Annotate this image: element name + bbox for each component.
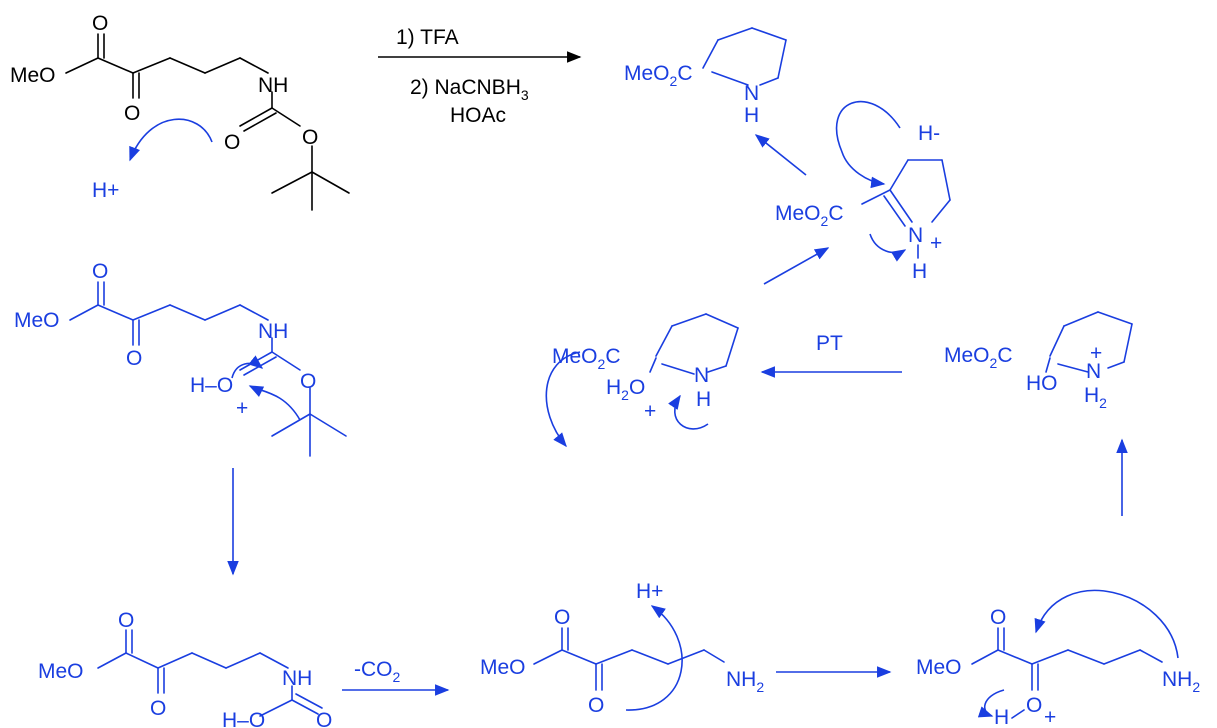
curved-arrow [545, 351, 581, 448]
label-h-plus: H+ [92, 179, 119, 202]
atom-o: O [118, 609, 134, 632]
charge-plus: + [930, 232, 942, 255]
charge-plus: + [1044, 706, 1056, 728]
reagent-step2b: HOAc [450, 104, 506, 127]
atom-nh2: NH2 [1162, 668, 1200, 695]
atom-o: O [126, 347, 142, 370]
atom-n: N [744, 82, 759, 105]
charge-plus: + [236, 397, 248, 420]
atom-h: H [744, 104, 759, 127]
atom-nh: NH [258, 74, 288, 97]
atom-n: N [694, 364, 709, 387]
atom-meo: MeO [14, 309, 60, 332]
curved-arrow [835, 100, 901, 189]
atom-h: H [912, 260, 927, 283]
atom-h: H [994, 706, 1009, 728]
carbamic-acid: MeO O O NH H–O O [38, 609, 332, 728]
starting-material: MeO O O NH O O [10, 12, 350, 211]
atom-o: O [1026, 694, 1042, 717]
charge-plus: + [1090, 342, 1102, 365]
atom-n: N [908, 224, 923, 247]
label-minus-co2: -CO2 [354, 658, 401, 685]
atom-o: O [300, 370, 316, 393]
atom-o: O [92, 260, 108, 283]
atom-meo2c: MeO2C [624, 62, 692, 89]
curved-arrow [668, 394, 709, 430]
atom-o: O [554, 606, 570, 629]
label-hydride: H- [918, 122, 940, 145]
curved-arrow [129, 118, 213, 162]
curved-arrow [248, 385, 301, 421]
atom-meo2c: MeO2C [944, 344, 1012, 371]
atom-meo: MeO [10, 64, 56, 87]
protonated-carbamate: MeO O O NH H–O + O [14, 260, 347, 457]
atom-meo2c: MeO2C [552, 345, 620, 372]
curved-arrow [869, 233, 907, 262]
atom-o: O [990, 606, 1006, 629]
atom-nh2: NH2 [726, 668, 764, 695]
free-amine: MeO O O NH2 [480, 606, 764, 717]
atom-h: H [696, 388, 711, 411]
atom-meo: MeO [916, 656, 962, 679]
atom-o: O [302, 126, 318, 149]
atom-meo2c: MeO2C [775, 202, 843, 229]
atom-h-o: H–O [222, 709, 265, 728]
atom-h2o: H2O [606, 376, 645, 403]
iminium-intermediate: MeO2C N + H [775, 159, 951, 283]
atom-o: O [588, 694, 604, 717]
curved-arrow [977, 689, 1005, 718]
atom-nh: NH [258, 320, 288, 343]
reagent-step1: 1) TFA [396, 26, 459, 49]
reaction-arrow [763, 247, 830, 285]
atom-o: O [150, 697, 166, 720]
reaction-arrow [754, 134, 807, 176]
curved-arrow [1034, 589, 1179, 659]
atom-n: N [1086, 360, 1101, 383]
charge-plus: + [644, 400, 656, 423]
cyclic-oxonium: MeO2C H2O + N H [552, 313, 739, 423]
curved-arrow [625, 605, 683, 711]
atom-o: O [124, 102, 140, 125]
atom-o: O [92, 12, 108, 35]
label-h-plus: H+ [636, 580, 663, 603]
atom-o: O [224, 131, 240, 154]
protonated-ketone: MeO O O H + NH2 [916, 606, 1200, 728]
atom-o: O [316, 709, 332, 728]
atom-h2: H2 [1084, 384, 1107, 411]
reagent-step2: 2) NaCNBH3 [410, 76, 529, 103]
cyclic-ammonium: MeO2C HO N + H2 [944, 311, 1133, 411]
atom-ho: HO [1026, 372, 1058, 395]
product: MeO2C N H [624, 27, 787, 127]
atom-meo: MeO [480, 656, 526, 679]
curved-arrow [231, 355, 264, 379]
atom-h-o: H–O [190, 374, 233, 397]
label-pt: PT [816, 332, 843, 355]
atom-meo: MeO [38, 660, 84, 683]
atom-nh: NH [282, 667, 312, 690]
